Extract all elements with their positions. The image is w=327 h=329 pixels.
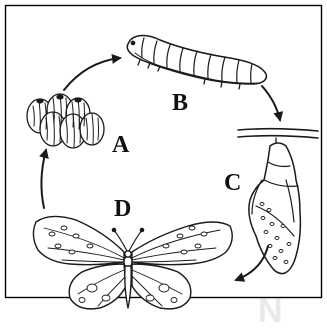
stage-label-c: C [224, 170, 241, 196]
arrow-butterfly-to-eggs [41, 150, 46, 208]
stage-label-d: D [114, 196, 131, 222]
stage-label-b: B [172, 90, 188, 116]
arrow-caterpillar-to-chrysalis [262, 86, 280, 120]
chrysalis-illustration [238, 129, 318, 274]
butterfly-illustration [33, 216, 232, 308]
stage-label-a: A [112, 132, 130, 158]
caterpillar-illustration [127, 35, 266, 89]
eggs-illustration [27, 94, 104, 148]
arrow-eggs-to-caterpillar [64, 58, 120, 90]
